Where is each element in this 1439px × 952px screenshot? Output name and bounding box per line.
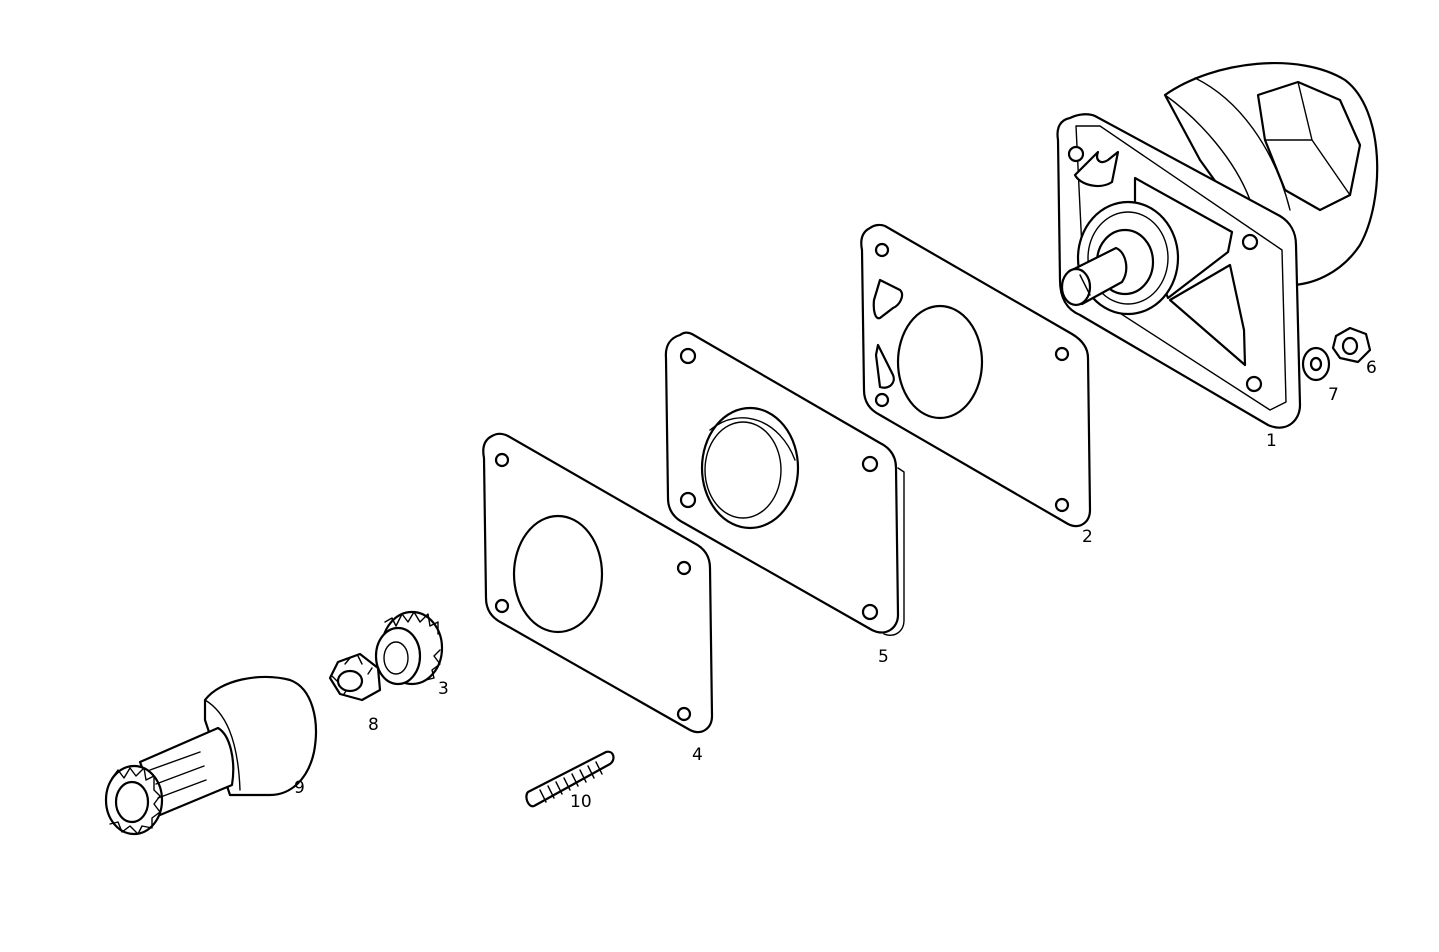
callout-10: 10 [570,792,592,812]
callout-6: 6 [1366,358,1377,378]
callout-2: 2 [1082,527,1093,547]
part-2-gasket [860,223,1092,528]
part-1-pump-housing [1056,62,1379,429]
part-6-nut [1331,326,1372,364]
part-8-castle-nut [328,652,382,702]
part-7-washer [1301,346,1331,382]
callout-3: 3 [438,679,449,699]
callout-5: 5 [878,647,889,667]
part-4-gasket [482,432,714,734]
part-3-gear [374,610,444,686]
callout-1: 1 [1266,431,1277,451]
callout-4: 4 [692,745,703,765]
callout-7: 7 [1328,385,1339,405]
callout-8: 8 [368,715,379,735]
part-5-spacer-plate [664,331,905,636]
callout-9: 9 [294,778,305,798]
part-10-stud [525,750,615,808]
part-9-splined-shaft [104,675,318,836]
